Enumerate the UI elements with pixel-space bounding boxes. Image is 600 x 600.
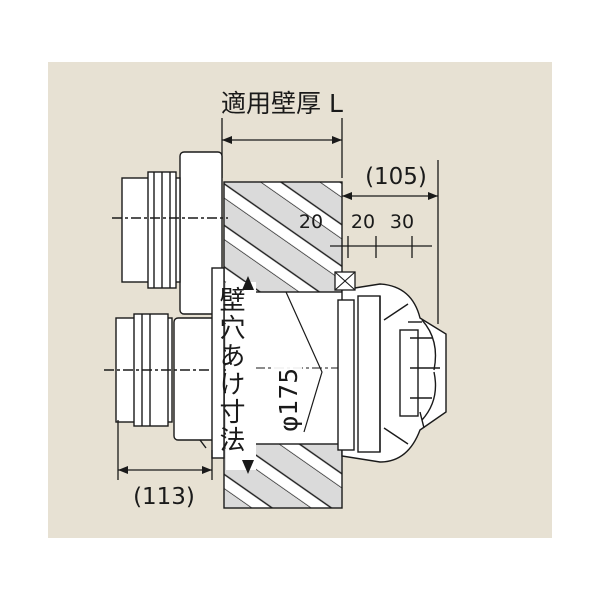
dim-105-arrow-left: [342, 192, 352, 200]
outer-terminal: [337, 283, 447, 463]
diameter-leader: [285, 291, 323, 433]
dim-105-label: (105): [365, 164, 427, 190]
diameter-label-bg: [272, 320, 302, 432]
dim-20-inner-label: 20: [299, 211, 323, 233]
title-wall-thickness: 適用壁厚 L: [221, 89, 343, 118]
wall-hole-arrow-top: [242, 276, 254, 290]
arrow-right: [332, 136, 342, 144]
dim-20-right-label: 20: [351, 211, 375, 233]
dim-113-arrow-right: [202, 466, 212, 474]
dim-113-arrow-left: [118, 466, 128, 474]
dim-30-right-label: 30: [390, 211, 414, 233]
diameter-label: φ175: [274, 368, 303, 432]
x-marker-diag2: [334, 271, 356, 291]
arrow-left: [222, 136, 232, 144]
upper-pipe: [112, 151, 228, 315]
inner-flange: [211, 267, 225, 459]
wall-hole-label: 壁穴あけ寸法: [215, 286, 245, 454]
wall-hole-label-bg: [226, 282, 256, 470]
dim-105-arrow-right: [428, 192, 438, 200]
lower-pipe: [104, 313, 228, 449]
wall-hole-arrow-bottom: [242, 460, 254, 474]
dim-113-label: (113): [133, 484, 195, 510]
